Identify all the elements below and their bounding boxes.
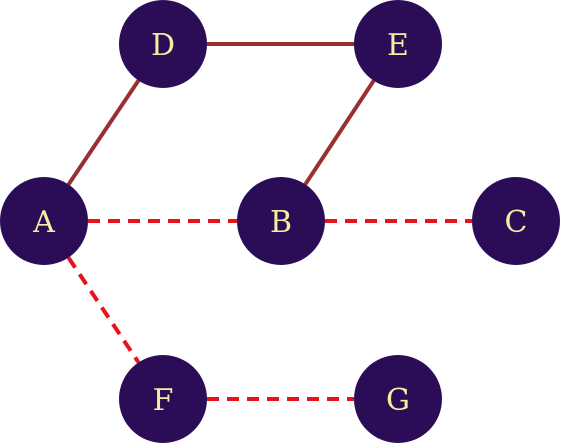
- node-circle: [119, 355, 207, 443]
- node-circle: [354, 355, 442, 443]
- node-label: D: [151, 28, 175, 63]
- node-f: F: [119, 355, 207, 443]
- node-label: B: [270, 205, 292, 240]
- edge-a-f: [66, 256, 141, 364]
- node-label: A: [32, 205, 55, 240]
- node-e: E: [354, 0, 442, 88]
- node-circle: [0, 177, 88, 265]
- node-b: B: [237, 177, 325, 265]
- node-label: C: [505, 205, 528, 240]
- node-label: F: [153, 383, 174, 418]
- edge-b-e: [303, 79, 376, 186]
- edges-layer: [66, 42, 472, 401]
- node-label: E: [387, 28, 409, 63]
- node-circle: [237, 177, 325, 265]
- node-circle: [472, 177, 560, 265]
- node-g: G: [354, 355, 442, 443]
- node-circle: [119, 0, 207, 88]
- node-circle: [354, 0, 442, 88]
- node-d: D: [119, 0, 207, 88]
- node-c: C: [472, 177, 560, 265]
- edge-a-d: [66, 79, 141, 186]
- node-a: A: [0, 177, 88, 265]
- node-label: G: [386, 383, 410, 418]
